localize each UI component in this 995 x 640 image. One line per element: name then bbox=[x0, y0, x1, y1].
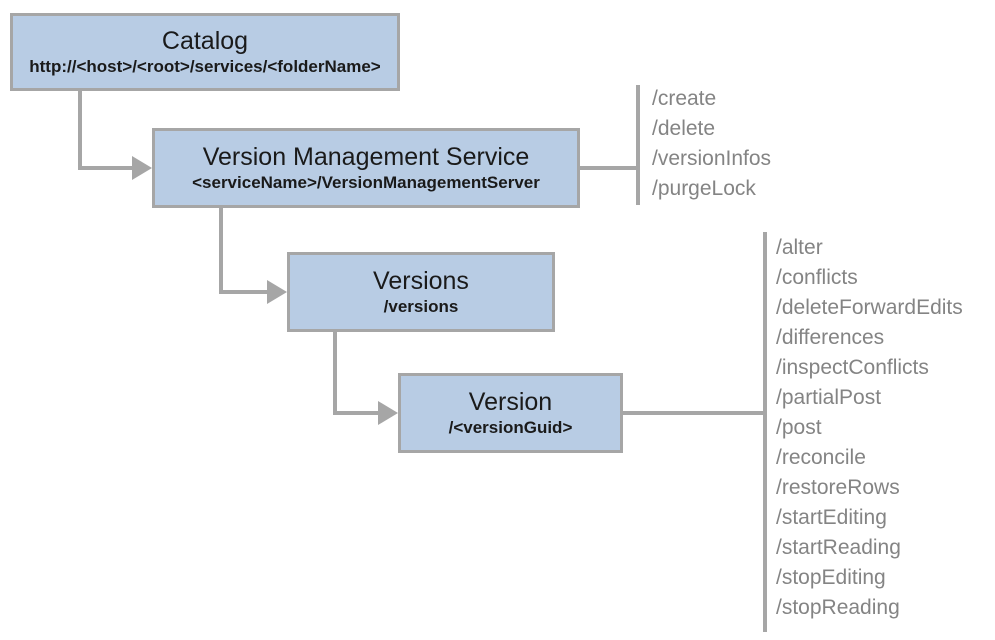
node-versions-title: Versions bbox=[373, 267, 469, 296]
node-version-subtitle: /<versionGuid> bbox=[448, 418, 573, 438]
connector-versions-version-vertical bbox=[333, 332, 337, 415]
vms-endpoint-list: /create/delete/versionInfos/purgeLock bbox=[652, 84, 771, 204]
arrowhead-icon bbox=[267, 280, 287, 304]
arrowhead-icon bbox=[378, 401, 398, 425]
endpoint-item: /post bbox=[776, 416, 822, 439]
endpoint-item: /reconcile bbox=[776, 446, 866, 469]
node-version-management-service-subtitle: <serviceName>/VersionManagementServer bbox=[192, 173, 540, 193]
node-catalog: Catalog http://<host>/<root>/services/<f… bbox=[10, 13, 400, 91]
endpoint-item: /differences bbox=[776, 326, 885, 349]
endpoint-item: /deleteForwardEdits bbox=[776, 296, 963, 319]
node-version: Version /<versionGuid> bbox=[398, 373, 623, 453]
connector-versions-version-horizontal bbox=[333, 411, 378, 415]
node-version-management-service: Version Management Service <serviceName>… bbox=[152, 128, 580, 208]
connector-vms-endpoints bbox=[580, 166, 638, 170]
connector-version-endpoints bbox=[623, 411, 765, 415]
endpoint-item: /stopEditing bbox=[776, 566, 886, 589]
endpoint-item: /purgeLock bbox=[652, 177, 756, 200]
node-versions-subtitle: /versions bbox=[383, 297, 459, 317]
node-versions: Versions /versions bbox=[287, 252, 555, 332]
endpoint-item: /startEditing bbox=[776, 506, 887, 529]
arrowhead-icon bbox=[132, 156, 152, 180]
connector-vms-versions-horizontal bbox=[219, 290, 267, 294]
endpoint-item: /startReading bbox=[776, 536, 901, 559]
endpoint-item: /inspectConflicts bbox=[776, 356, 929, 379]
endpoint-item: /conflicts bbox=[776, 266, 858, 289]
node-version-management-service-title: Version Management Service bbox=[202, 143, 530, 172]
vms-endpoints-bar bbox=[636, 85, 640, 205]
endpoint-item: /versionInfos bbox=[652, 147, 772, 170]
endpoint-item: /partialPost bbox=[776, 386, 882, 409]
endpoint-item: /create bbox=[652, 87, 717, 110]
endpoint-item: /delete bbox=[652, 117, 716, 140]
connector-catalog-vms-horizontal bbox=[78, 166, 134, 170]
connector-vms-versions-vertical bbox=[219, 208, 223, 294]
endpoint-item: /restoreRows bbox=[776, 476, 900, 499]
endpoint-item: /stopReading bbox=[776, 596, 900, 619]
node-catalog-subtitle: http://<host>/<root>/services/<folderNam… bbox=[29, 57, 381, 77]
node-catalog-title: Catalog bbox=[161, 27, 249, 56]
connector-catalog-vms-vertical bbox=[78, 91, 82, 170]
endpoint-item: /alter bbox=[776, 236, 823, 259]
version-endpoints-bar bbox=[763, 232, 767, 632]
node-version-title: Version bbox=[468, 388, 553, 417]
version-endpoint-list: /alter/conflicts/deleteForwardEdits/diff… bbox=[776, 233, 963, 623]
